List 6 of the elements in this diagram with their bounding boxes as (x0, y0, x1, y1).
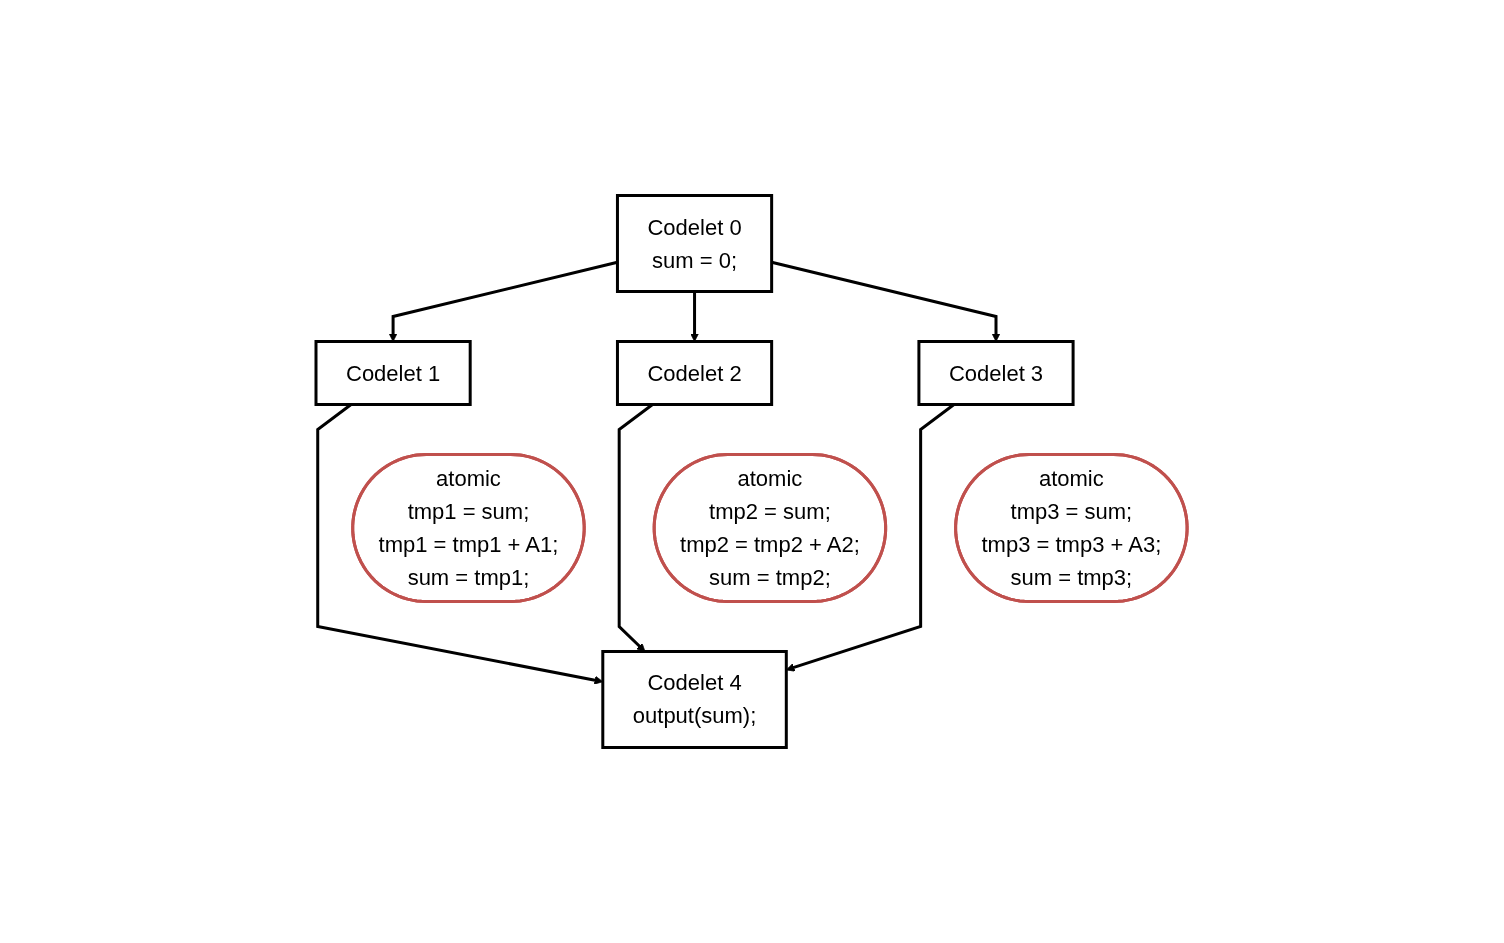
node-box: Codelet 0 sum = 0; (616, 194, 774, 293)
arrow (690, 291, 700, 342)
node-box: Codelet 3 (917, 340, 1076, 406)
node-box: Codelet 1 (314, 340, 473, 406)
node-box: Codelet 4 output(sum); (601, 650, 789, 749)
node-box: Codelet 2 (616, 340, 774, 406)
